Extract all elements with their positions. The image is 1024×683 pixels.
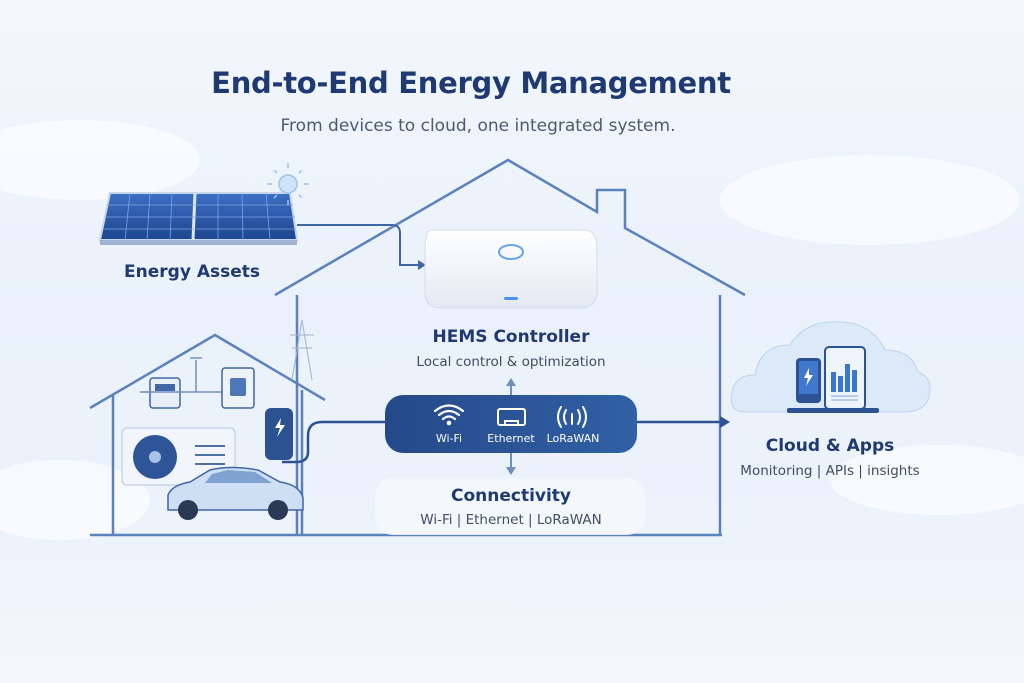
hems-controller-device [424, 229, 598, 309]
inverter-icon [221, 367, 255, 409]
small-house-outline [89, 333, 326, 535]
connectivity-panel [375, 478, 645, 535]
wifi-label: Wi-Fi [435, 432, 463, 445]
ethernet-icon [497, 408, 526, 426]
energy-assets-label: Energy Assets [124, 262, 260, 282]
phone-icon [796, 358, 821, 403]
page-title: End-to-End Energy Management [211, 66, 731, 100]
radio-signal-icon [557, 406, 587, 428]
solar-to-hems-connector [297, 224, 420, 266]
heat-pump-icon [121, 427, 236, 486]
electric-meter-icon [149, 377, 181, 409]
sun-icon [267, 163, 309, 205]
electric-car-icon [167, 466, 304, 520]
wifi-icon [433, 404, 465, 426]
lorawan-label: LoRaWAN [546, 432, 600, 445]
ethernet-label: Ethernet [487, 432, 535, 445]
wiring [140, 357, 222, 393]
cloud-title: Cloud & Apps [765, 436, 895, 456]
power-pylon-icon [290, 319, 314, 381]
hems-subtitle: Local control & optimization [416, 354, 606, 370]
hems-title: HEMS Controller [432, 327, 590, 347]
connectivity-subtitle: Wi-Fi | Ethernet | LoRaWAN [420, 512, 602, 528]
ev-charger-icon [265, 408, 293, 460]
page-subtitle: From devices to cloud, one integrated sy… [280, 116, 676, 136]
cloud-subtitle: Monitoring | APIs | insights [740, 463, 920, 479]
charger-connector [282, 420, 388, 464]
solar-panel-icon [98, 192, 299, 245]
background-clouds [0, 120, 1024, 540]
connectivity-title: Connectivity [450, 486, 572, 506]
tablet-chart-icon [824, 346, 866, 410]
